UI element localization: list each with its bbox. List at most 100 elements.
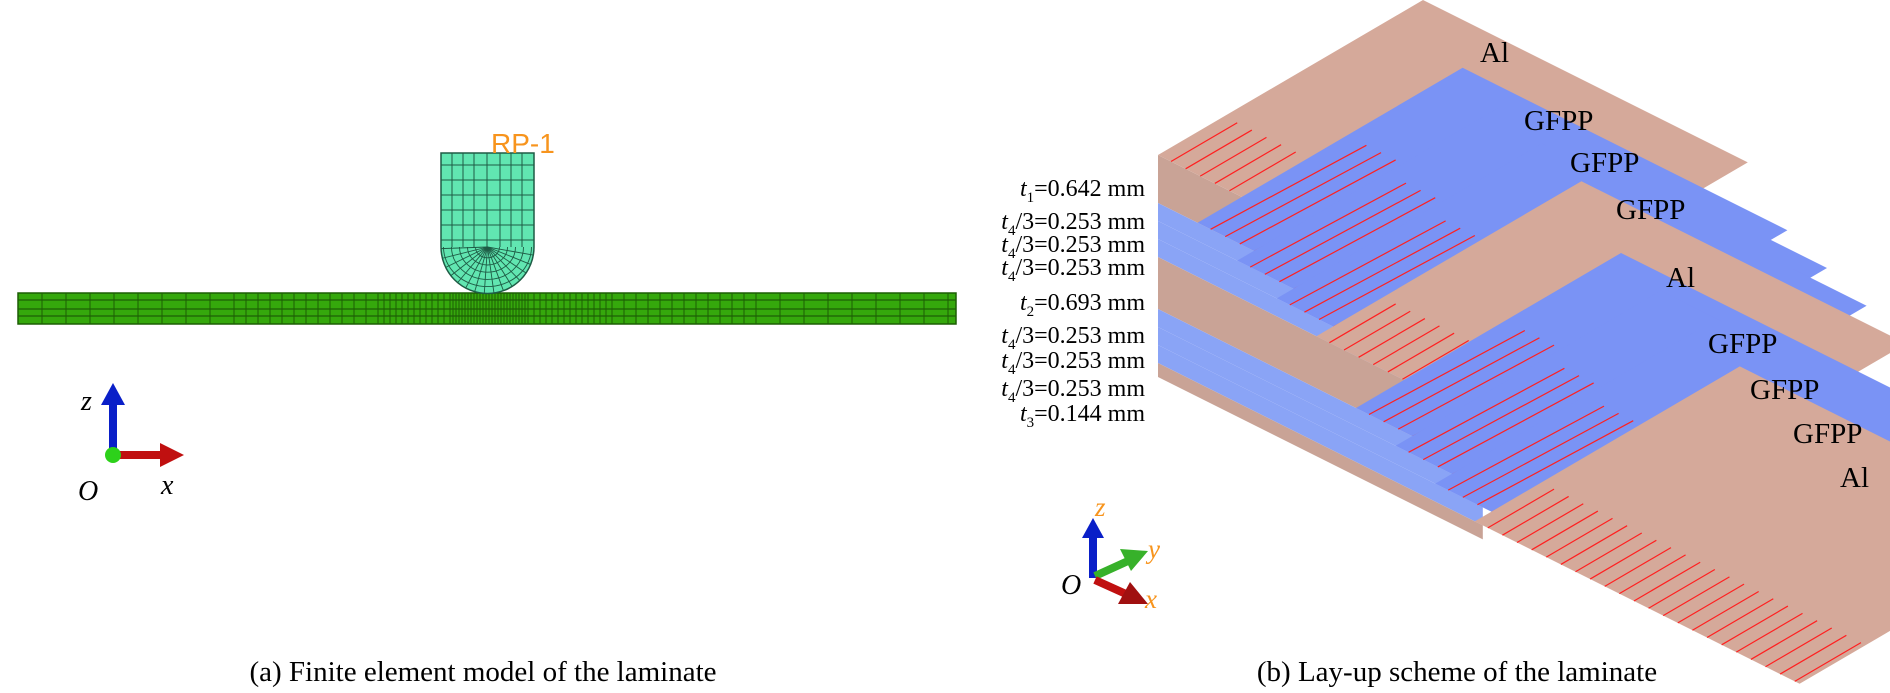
- layer-hatch-line: [1343, 310, 1411, 351]
- layer-hatch-line: [1437, 382, 1594, 468]
- layer-tread: [1474, 366, 1890, 684]
- impactor-mesh-line: [487, 246, 534, 256]
- thickness-label: t4/3=0.253 mm: [1001, 376, 1145, 406]
- layer-hatch-line: [1239, 159, 1396, 245]
- origin-label-a: O: [78, 476, 98, 507]
- impactor-mesh-line: [487, 246, 495, 294]
- layer-hatch-line: [1229, 151, 1297, 192]
- layer-hatch-line: [1560, 525, 1628, 565]
- layer-hatch-line: [1402, 339, 1470, 380]
- layer-hatch-line: [1249, 182, 1407, 268]
- layer-hatch-line: [1750, 620, 1818, 660]
- laminate-plate-mesh: [17, 292, 957, 325]
- layer-hatch-line: [1502, 495, 1569, 536]
- impactor-mesh-line: [487, 246, 527, 274]
- impactor-mesh-line: [475, 246, 500, 259]
- layer-hatch-line: [1706, 598, 1774, 639]
- impactor-mesh-line: [457, 246, 488, 283]
- z-axis-label-b: z: [1094, 492, 1106, 522]
- impactor-mesh-line: [443, 246, 532, 288]
- impactor-mesh: [440, 152, 535, 295]
- impactor-mesh-line: [487, 246, 504, 291]
- layer-hatch-line: [1387, 332, 1455, 373]
- layer-front-face: [1158, 345, 1483, 526]
- layer-hatch-line: [1462, 412, 1619, 498]
- thickness-label: t2=0.693 mm: [1020, 290, 1145, 320]
- layer-hatch-line: [1304, 227, 1461, 313]
- layer-front-face: [1158, 363, 1483, 540]
- impactor-mesh-line: [442, 246, 488, 259]
- layer-label: Al: [1480, 37, 1509, 69]
- y-axis-label-b: y: [1145, 534, 1160, 564]
- layer-hatch-line: [1677, 583, 1745, 624]
- layer-label: GFPP: [1616, 194, 1685, 226]
- impactor-mesh-line: [487, 246, 521, 281]
- caption-b: (b) Lay-up scheme of the laminate: [1257, 656, 1657, 688]
- layer-hatch-line: [1408, 367, 1565, 453]
- impactor-mesh-line: [474, 246, 488, 292]
- origin-label-b: O: [1061, 570, 1081, 601]
- impactor-mesh-line: [487, 246, 513, 287]
- thickness-label: t4/3=0.253 mm: [1001, 209, 1145, 239]
- layer-hatch-line: [1487, 488, 1555, 529]
- thickness-label: t4/3=0.253 mm: [1001, 323, 1145, 353]
- impactor-mesh-line: [450, 246, 488, 276]
- layer-hatch-line: [1279, 197, 1436, 283]
- layer-hatch-line: [1264, 189, 1421, 275]
- layer-hatch-line: [1531, 510, 1599, 551]
- impactor-mesh-line: [487, 246, 531, 265]
- layer-hatch-line: [1422, 375, 1580, 461]
- layer-hatch-line: [1318, 234, 1476, 321]
- impactor-mesh-line: [445, 246, 488, 268]
- layer-labels: Al GFPP GFPP GFPP Al GFPP GFPP GFPP Al: [1480, 37, 1869, 494]
- layer-label: GFPP: [1750, 374, 1819, 406]
- layer-hatch-line: [1289, 220, 1446, 306]
- panel-a-fe-model: RP-1 z x O (a) Finite element model of t…: [17, 128, 957, 688]
- layer-hatch-line: [1210, 144, 1367, 230]
- layer-hatch-line: [1604, 547, 1672, 587]
- layer-hatch-line: [1794, 642, 1862, 682]
- caption-a: (a) Finite element model of the laminate: [249, 656, 716, 688]
- thickness-label: t1=0.642 mm: [1020, 176, 1145, 206]
- layer-label: Al: [1666, 262, 1695, 294]
- axis-triad-b: [1082, 518, 1148, 604]
- axis-triad-a: [101, 383, 184, 467]
- layer-hatch-line: [1170, 122, 1238, 163]
- layer-hatch-line: [1662, 576, 1730, 617]
- layer-label: Al: [1840, 462, 1869, 494]
- x-axis-label-b: x: [1144, 584, 1157, 614]
- layer-hatch-line: [1199, 136, 1267, 177]
- panel-b-layup-scheme: Al GFPP GFPP GFPP Al GFPP GFPP GFPP Al t…: [1001, 0, 1890, 688]
- thickness-label: t3=0.144 mm: [1020, 401, 1145, 431]
- layer-hatch-line: [1721, 605, 1789, 646]
- layer-label: GFPP: [1570, 147, 1639, 179]
- layer-hatch-line: [1692, 590, 1759, 631]
- thickness-label: t4/3=0.253 mm: [1001, 348, 1145, 378]
- impactor-mesh-line: [465, 246, 488, 289]
- thickness-label: t4/3=0.253 mm: [1001, 232, 1145, 262]
- layer-hatch-line: [1765, 627, 1833, 668]
- x-axis-label-a: x: [160, 470, 174, 501]
- layer-hatch-line: [1185, 129, 1253, 170]
- z-axis-label-a: z: [80, 386, 92, 417]
- layer-hatch-line: [1368, 329, 1526, 416]
- layer-hatch-line: [1477, 420, 1634, 506]
- layer-label: GFPP: [1708, 328, 1777, 360]
- layer-hatch-line: [1575, 532, 1643, 573]
- layer-hatch-line: [1779, 634, 1847, 675]
- layer-hatch-line: [1633, 561, 1701, 602]
- layer-hatch-line: [1545, 517, 1613, 558]
- layer-label: GFPP: [1524, 105, 1593, 137]
- thickness-labels: t1=0.642 mm t4/3=0.253 mm t4/3=0.253 mm …: [1001, 176, 1145, 431]
- layer-hatch-line: [1329, 303, 1396, 344]
- reference-point-label: RP-1: [491, 128, 555, 159]
- layer-front-face: [1158, 327, 1483, 508]
- layer-hatch-line: [1619, 554, 1686, 595]
- layer-hatch-line: [1447, 405, 1605, 491]
- layer-hatch-line: [1516, 503, 1584, 544]
- layer-hatch-line: [1735, 612, 1803, 653]
- layer-hatch-line: [1372, 325, 1440, 366]
- layer-hatch-line: [1589, 539, 1657, 580]
- layup-staircase: [1158, 0, 1890, 684]
- impactor-mesh-line: [483, 246, 488, 294]
